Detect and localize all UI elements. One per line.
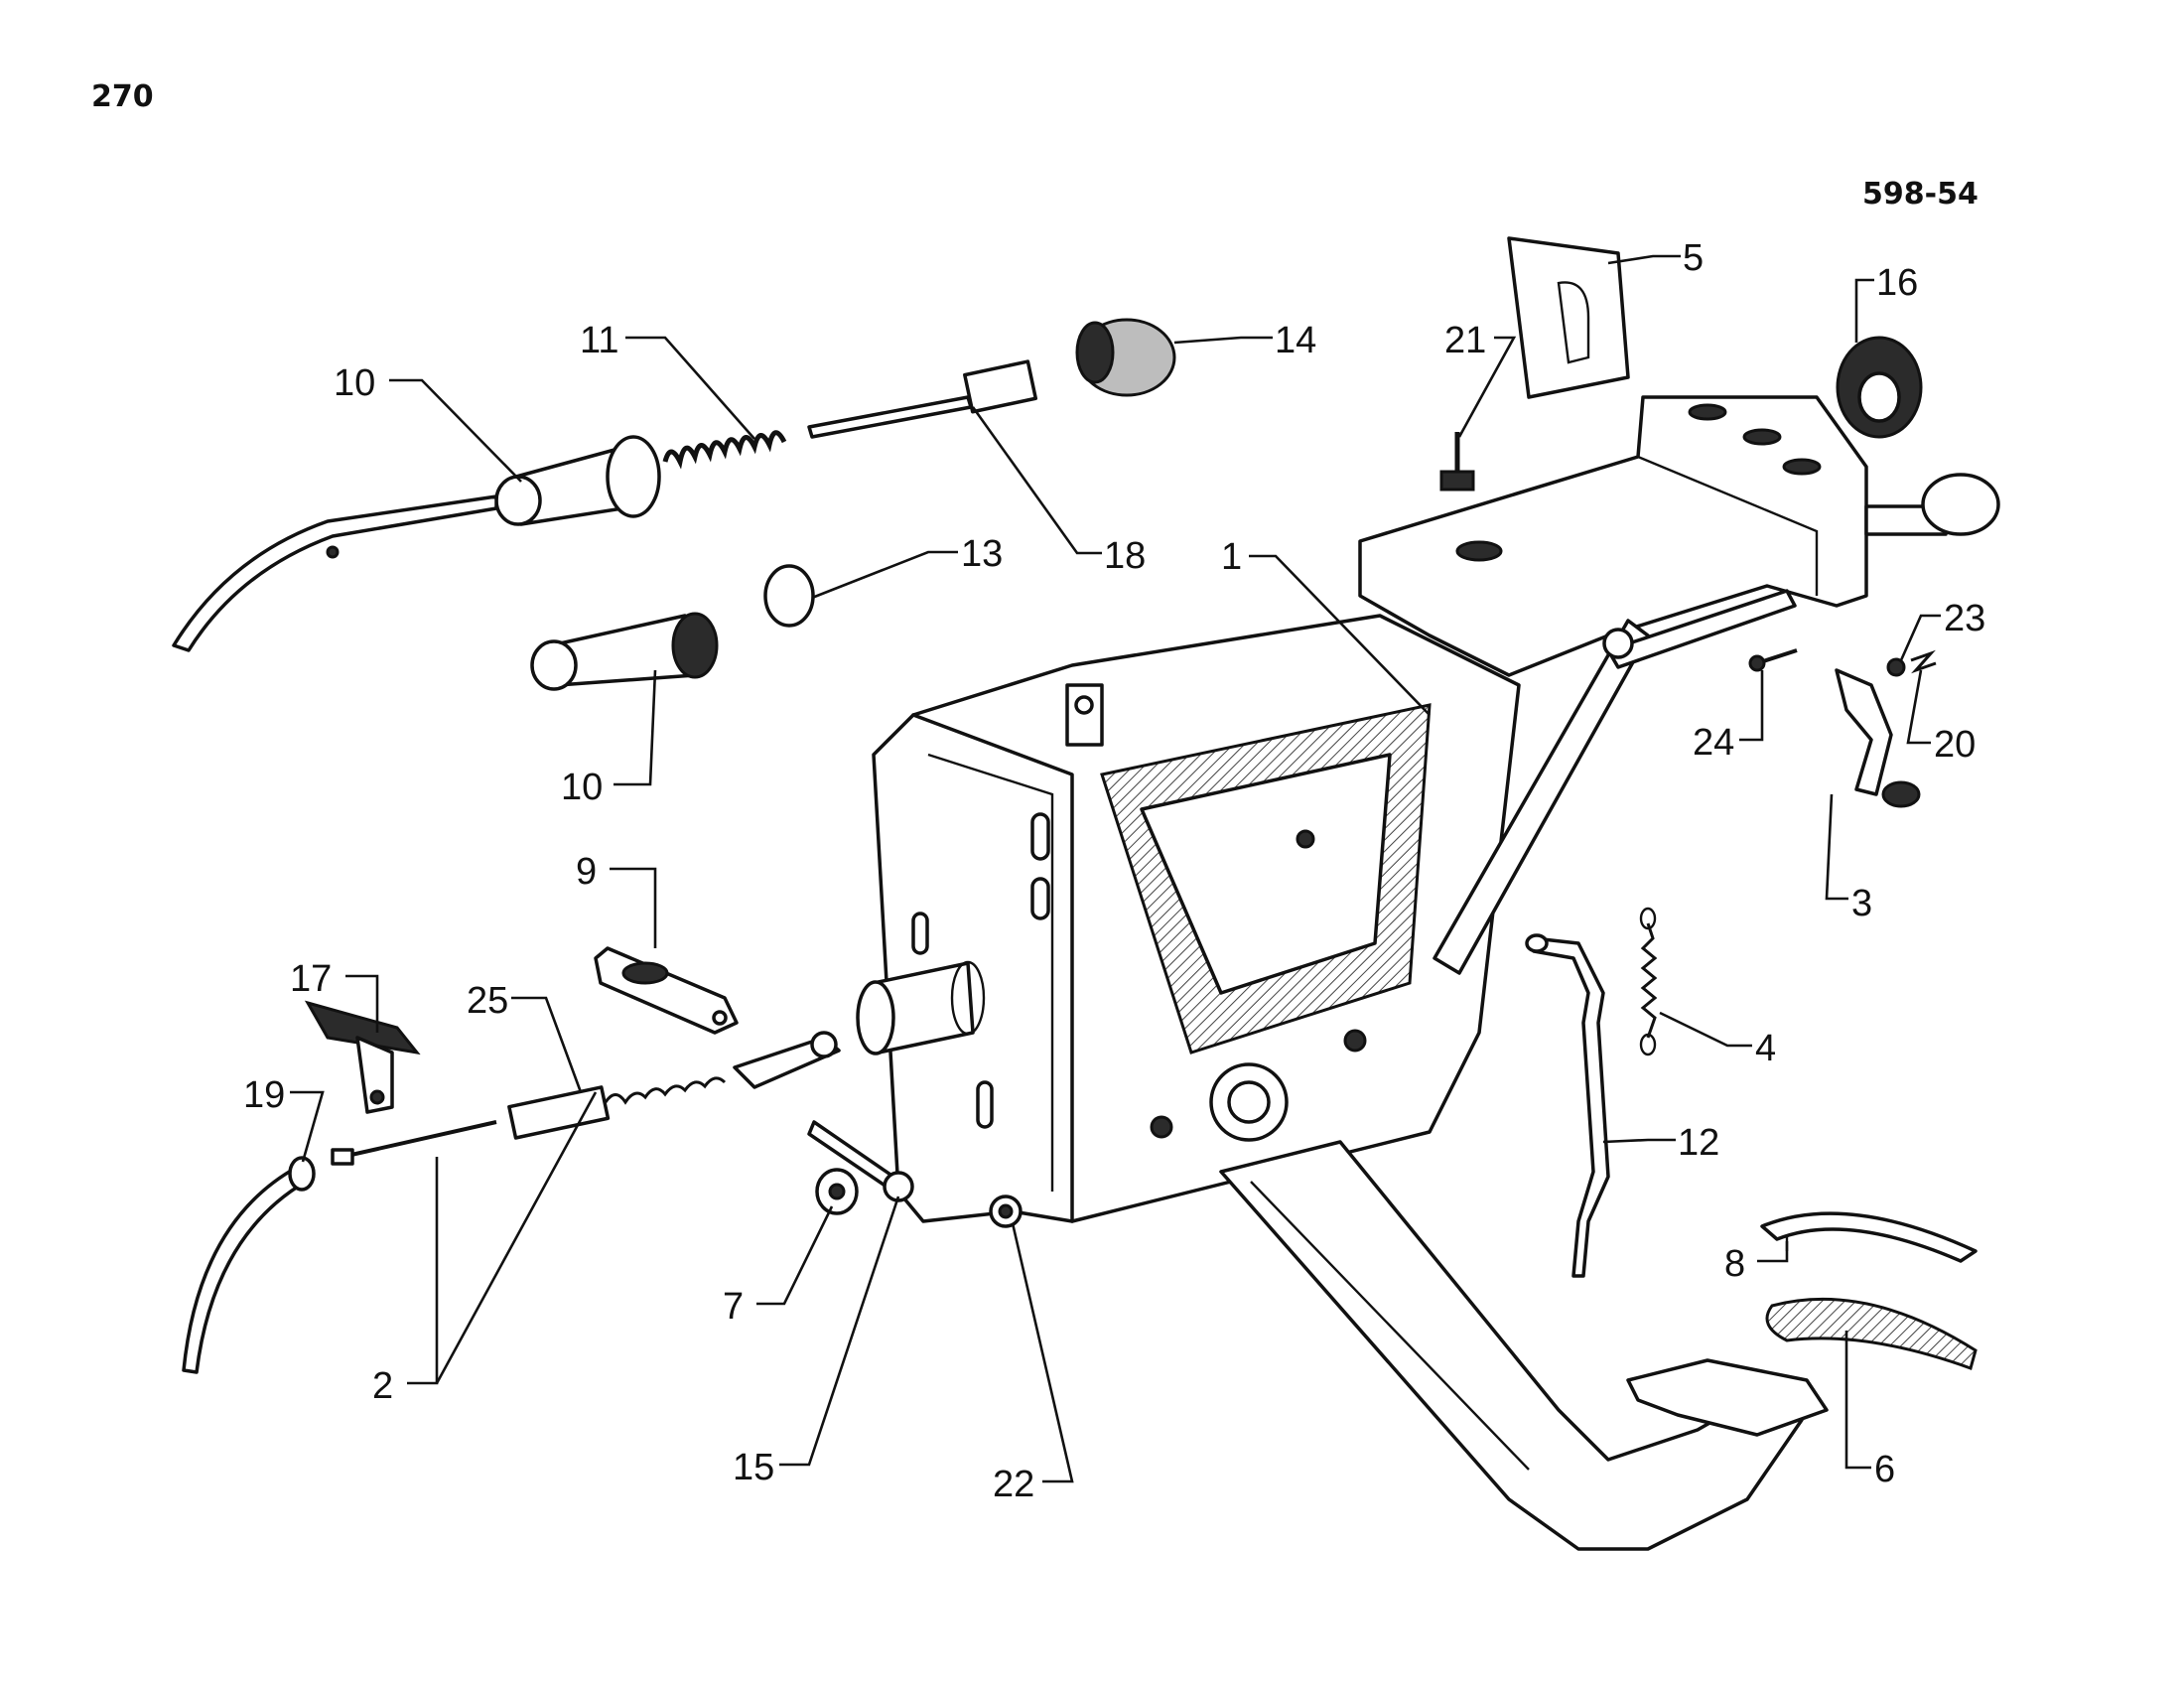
bushing-upper bbox=[494, 435, 661, 526]
callout-19: 19 bbox=[243, 1074, 285, 1116]
leader-lines bbox=[290, 254, 1941, 1483]
callout-5: 5 bbox=[1683, 237, 1704, 279]
spring bbox=[662, 430, 787, 470]
spring-rod bbox=[1525, 933, 1610, 1278]
callout-25: 25 bbox=[467, 980, 508, 1022]
figure-code: 598-54 bbox=[1862, 177, 1979, 211]
callout-21: 21 bbox=[1444, 320, 1486, 361]
callout-17: 17 bbox=[290, 958, 332, 1000]
small-spring-pin bbox=[1910, 649, 1937, 674]
callout-6: 6 bbox=[1874, 1449, 1895, 1490]
callout-15: 15 bbox=[733, 1447, 774, 1488]
pedal-link bbox=[1835, 668, 1921, 808]
callout-2: 2 bbox=[372, 1365, 393, 1407]
callout-7: 7 bbox=[723, 1286, 744, 1328]
callout-24: 24 bbox=[1693, 722, 1734, 764]
pedal-rod bbox=[172, 494, 498, 652]
rubber-stop bbox=[1075, 318, 1176, 397]
washer bbox=[989, 1195, 1023, 1228]
nut bbox=[815, 1168, 859, 1215]
callout-10-upper: 10 bbox=[334, 362, 375, 404]
callout-labels: 1 2 3 4 5 6 7 8 9 10 10 11 12 13 14 15 1… bbox=[243, 237, 1985, 1505]
callout-4: 4 bbox=[1755, 1028, 1776, 1069]
bracket-clip bbox=[304, 1000, 421, 1114]
pedal-rubber bbox=[1765, 1297, 1978, 1370]
callout-13: 13 bbox=[961, 533, 1003, 575]
callout-14: 14 bbox=[1275, 320, 1316, 361]
callout-1: 1 bbox=[1221, 536, 1242, 578]
callout-8: 8 bbox=[1724, 1243, 1745, 1285]
return-spring bbox=[1639, 907, 1658, 1056]
callout-16: 16 bbox=[1876, 262, 1918, 304]
pedal-pad-frame bbox=[1760, 1211, 1978, 1263]
bushing-lower bbox=[530, 612, 719, 691]
small-washer bbox=[1886, 657, 1906, 677]
cable-adjuster bbox=[507, 1031, 841, 1140]
cable-stop-plate bbox=[594, 946, 739, 1035]
callout-9: 9 bbox=[576, 851, 597, 893]
pedal-lever bbox=[1219, 1140, 1829, 1551]
callout-23: 23 bbox=[1944, 598, 1985, 639]
pedal-bracket-assembly bbox=[856, 395, 2000, 1223]
callout-18: 18 bbox=[1104, 535, 1146, 577]
pushrod bbox=[807, 359, 1038, 439]
gasket-plate bbox=[1507, 236, 1630, 399]
cable-sheath bbox=[182, 1156, 316, 1374]
page-number: 270 bbox=[91, 79, 154, 114]
screw-21 bbox=[1439, 432, 1475, 492]
cable-inner bbox=[331, 1120, 497, 1166]
callout-11: 11 bbox=[580, 320, 618, 361]
callout-10-lower: 10 bbox=[561, 767, 603, 808]
cover-disc bbox=[763, 564, 815, 628]
callout-3: 3 bbox=[1851, 883, 1872, 924]
bolt bbox=[807, 1120, 914, 1202]
callout-22: 22 bbox=[993, 1464, 1034, 1505]
screw-24 bbox=[1748, 648, 1798, 672]
callout-12: 12 bbox=[1678, 1122, 1719, 1164]
grommet bbox=[1836, 336, 1923, 439]
callout-20: 20 bbox=[1934, 724, 1976, 766]
